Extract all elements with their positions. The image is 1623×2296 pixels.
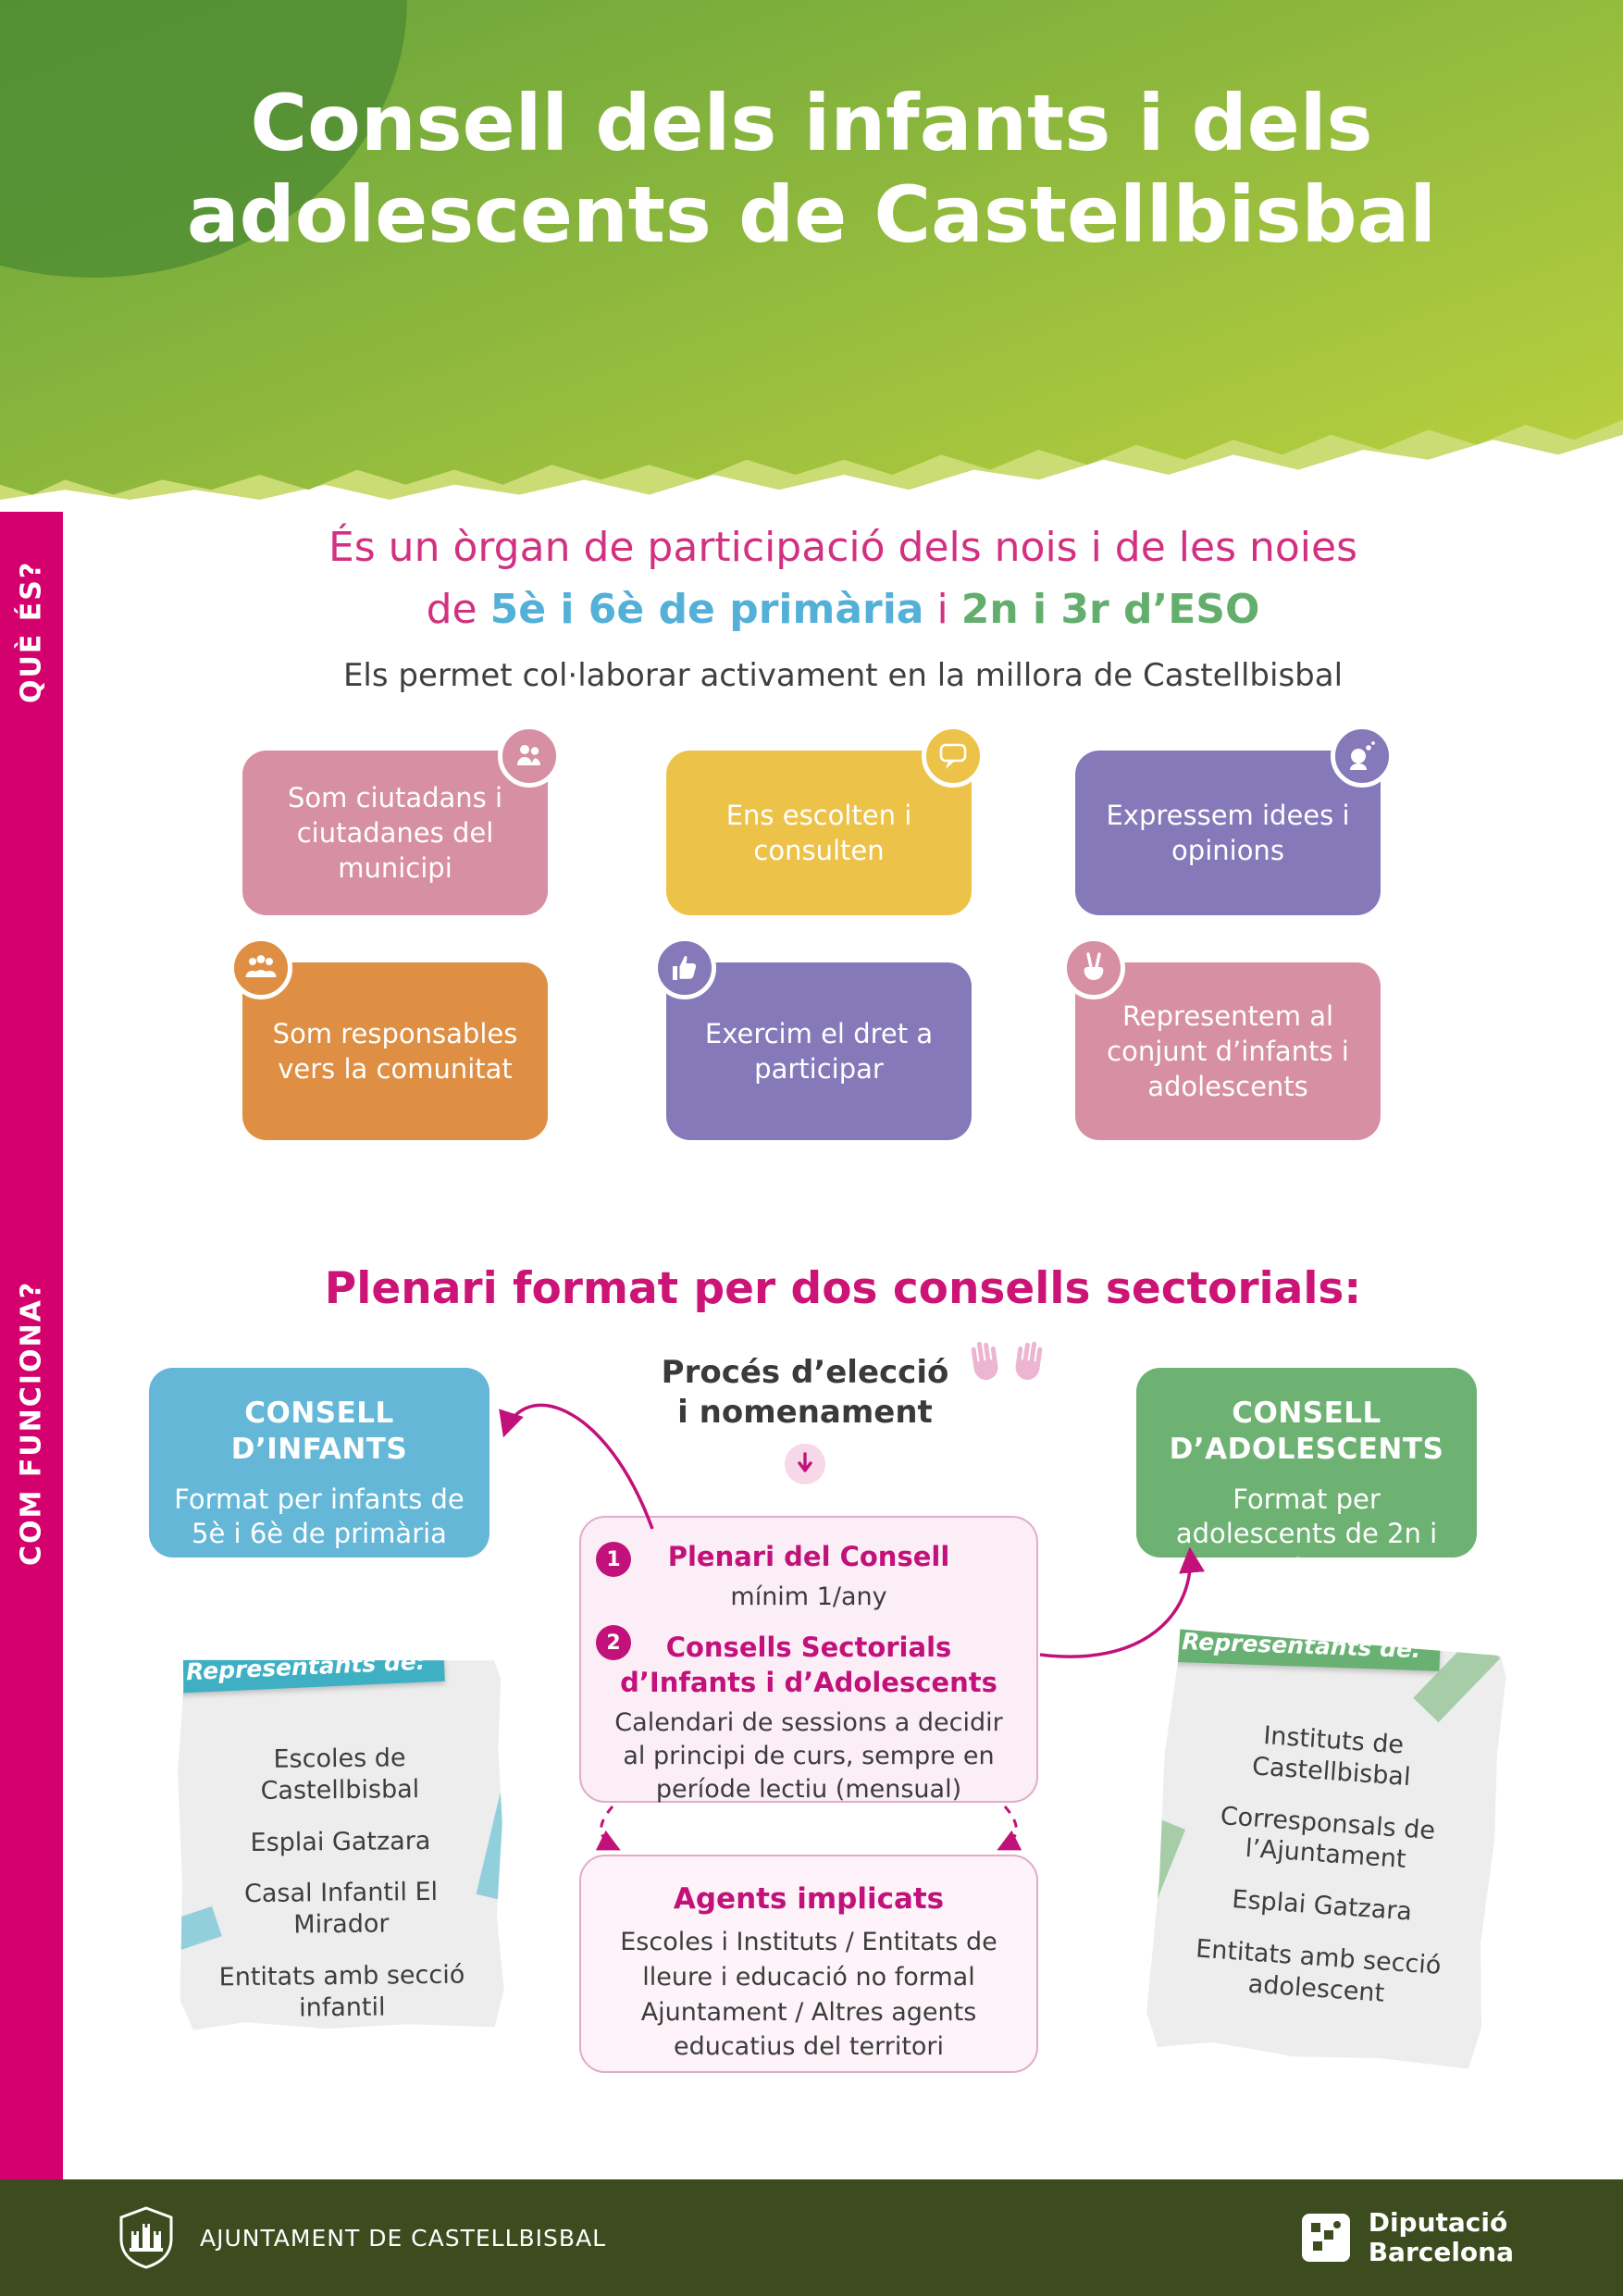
- diputacio-text: Diputació Barcelona: [1368, 2206, 1514, 2267]
- note-item: Escoles de Castellbisbal: [260, 1744, 420, 1806]
- benefit-card-responsables: Som responsables vers la comunitat: [229, 937, 548, 1140]
- intro-subtext: Els permet col·laborar activament en la …: [342, 657, 1344, 694]
- consell-infants-desc: Format per infants de 5è i 6è de primàri…: [174, 1483, 465, 1550]
- note-item: Esplai Gatzara: [1231, 1885, 1413, 1927]
- intro-heading-line2: de 5è i 6è de primària i 2n i 3r d’ESO: [63, 586, 1623, 633]
- flow-heading: Plenari format per dos consells sectoria…: [324, 1263, 1362, 1314]
- dashed-arrow-left: [595, 1806, 621, 1851]
- representants-label-infants: Representants de:: [167, 1640, 445, 1694]
- representants-note-adolescents: Representants de: Instituts de Castellbi…: [1145, 1629, 1508, 2069]
- benefit-card-participar: Exercim el dret a participar: [653, 937, 972, 1140]
- diputacio-line2: Barcelona: [1368, 2237, 1514, 2267]
- page-title: Consell dels infants i dels adolescents …: [0, 78, 1623, 261]
- sidebar-label-que-es: QUÈ ÉS?: [15, 560, 48, 704]
- benefit-card-label: Exercim el dret a participar: [704, 1017, 934, 1085]
- plenari-box: 1 2 Plenari del Consell mínim 1/any Cons…: [579, 1516, 1038, 1804]
- people-icon: [498, 725, 561, 788]
- tape-decoration: [1413, 1634, 1500, 1722]
- intro-heading-line1: És un òrgan de participació dels nois i …: [328, 524, 1358, 571]
- diputacio-logo: Diputació Barcelona: [1300, 2206, 1514, 2267]
- note-item: Entitats amb secció infantil: [218, 1960, 465, 2022]
- agents-box: Agents implicats Escoles i Instituts / E…: [579, 1855, 1038, 2073]
- eso-highlight: 2n i 3r d’ESO: [960, 586, 1260, 633]
- process-title: Procés d’elecció i nomenament: [592, 1353, 1018, 1432]
- benefit-card-ciutadans: Som ciutadans i ciutadanes del municipi: [242, 725, 561, 915]
- speech-bubble-icon: [922, 725, 985, 788]
- consell-adolescents-box: CONSELL D’ADOLESCENTS Format per adolesc…: [1136, 1368, 1477, 1584]
- thumbs-up-icon: [653, 937, 716, 999]
- ideas-icon: [1331, 725, 1394, 788]
- benefit-card-label: Expressem idees i opinions: [1106, 799, 1350, 866]
- benefit-card-label: Ens escolten i consulten: [725, 799, 912, 866]
- representants-label-adolescents: Representants de:: [1163, 1620, 1441, 1670]
- representants-note-infants: Representants de: Escoles de Castellbisb…: [177, 1657, 504, 2030]
- benefit-card-escolten: Ens escolten i consulten: [666, 725, 985, 915]
- victory-hand-icon: [1062, 937, 1125, 999]
- process-title-line1: Procés d’elecció: [661, 1354, 949, 1391]
- note-item: Entitats amb secció adolescent: [1195, 1934, 1443, 2008]
- benefit-card-label: Representem al conjunt d’infants i adole…: [1107, 999, 1349, 1103]
- ajuntament-logo: AJUNTAMENT DE CASTELLBISBAL: [117, 2205, 606, 2270]
- consell-infants-box: CONSELL D’INFANTS Format per infants de …: [149, 1368, 489, 1558]
- sidebar-label-com-funciona: COM FUNCIONA?: [15, 1280, 48, 1567]
- ajuntament-text: AJUNTAMENT DE CASTELLBISBAL: [200, 2224, 607, 2252]
- step-2-desc: Calendari de sessions a decidir al princ…: [614, 1707, 1003, 1805]
- page-title-line2: adolescents de Castellbisbal: [186, 169, 1437, 261]
- agents-desc: Escoles i Instituts / Entitats de lleure…: [620, 1928, 997, 2062]
- benefit-card-expressem: Expressem idees i opinions: [1075, 725, 1394, 915]
- diputacio-logo-icon: [1301, 2214, 1350, 2262]
- step-1-title: Plenari del Consell: [667, 1541, 950, 1572]
- raised-hands-icon: [968, 1336, 1046, 1394]
- footer-bar: AJUNTAMENT DE CASTELLBISBAL Diputació Ba…: [0, 2179, 1623, 2296]
- intro-section: És un òrgan de participació dels nois i …: [63, 524, 1623, 694]
- intro-i: i: [936, 586, 948, 633]
- consell-infants-title: CONSELL D’INFANTS: [230, 1396, 408, 1466]
- primaria-highlight: 5è i 6è de primària: [489, 586, 924, 633]
- note-item: Esplai Gatzara: [250, 1826, 431, 1857]
- diputacio-line1: Diputació: [1368, 2206, 1508, 2238]
- note-item: Instituts de Castellbisbal: [1251, 1721, 1412, 1792]
- step-1-desc: mínim 1/any: [730, 1582, 887, 1611]
- consell-adolescents-title: CONSELL D’ADOLESCENTS: [1169, 1396, 1444, 1466]
- intro-de: de: [426, 586, 477, 633]
- step-2-title: Consells Sectorials d’Infants i d’Adoles…: [620, 1632, 997, 1698]
- header-banner: Consell dels infants i dels adolescents …: [0, 0, 1623, 500]
- consell-adolescents-desc: Format per adolescents de 2n i 3r d’ESO: [1175, 1483, 1438, 1584]
- process-title-line2: i nomenament: [677, 1393, 933, 1431]
- community-icon: [229, 937, 292, 999]
- step-2-badge: 2: [596, 1625, 631, 1660]
- benefit-card-label: Som ciutadans i ciutadanes del municipi: [287, 781, 503, 885]
- castle-shield-icon: [119, 2206, 173, 2269]
- header-gradient: Consell dels infants i dels adolescents …: [0, 0, 1623, 495]
- section-sidebar: QUÈ ÉS? COM FUNCIONA?: [0, 512, 63, 2180]
- note-item: Casal Infantil El Mirador: [243, 1878, 439, 1940]
- page-title-line1: Consell dels infants i dels: [250, 78, 1373, 168]
- note-item: Corresponsals de l’Ajuntament: [1219, 1801, 1436, 1875]
- down-arrow-icon: [785, 1444, 825, 1484]
- step-1-badge: 1: [596, 1542, 631, 1577]
- benefit-card-representem: Representem al conjunt d’infants i adole…: [1062, 937, 1381, 1140]
- dashed-arrow-right: [997, 1806, 1022, 1851]
- agents-title: Agents implicats: [673, 1882, 945, 1916]
- benefit-card-label: Som responsables vers la comunitat: [272, 1017, 518, 1085]
